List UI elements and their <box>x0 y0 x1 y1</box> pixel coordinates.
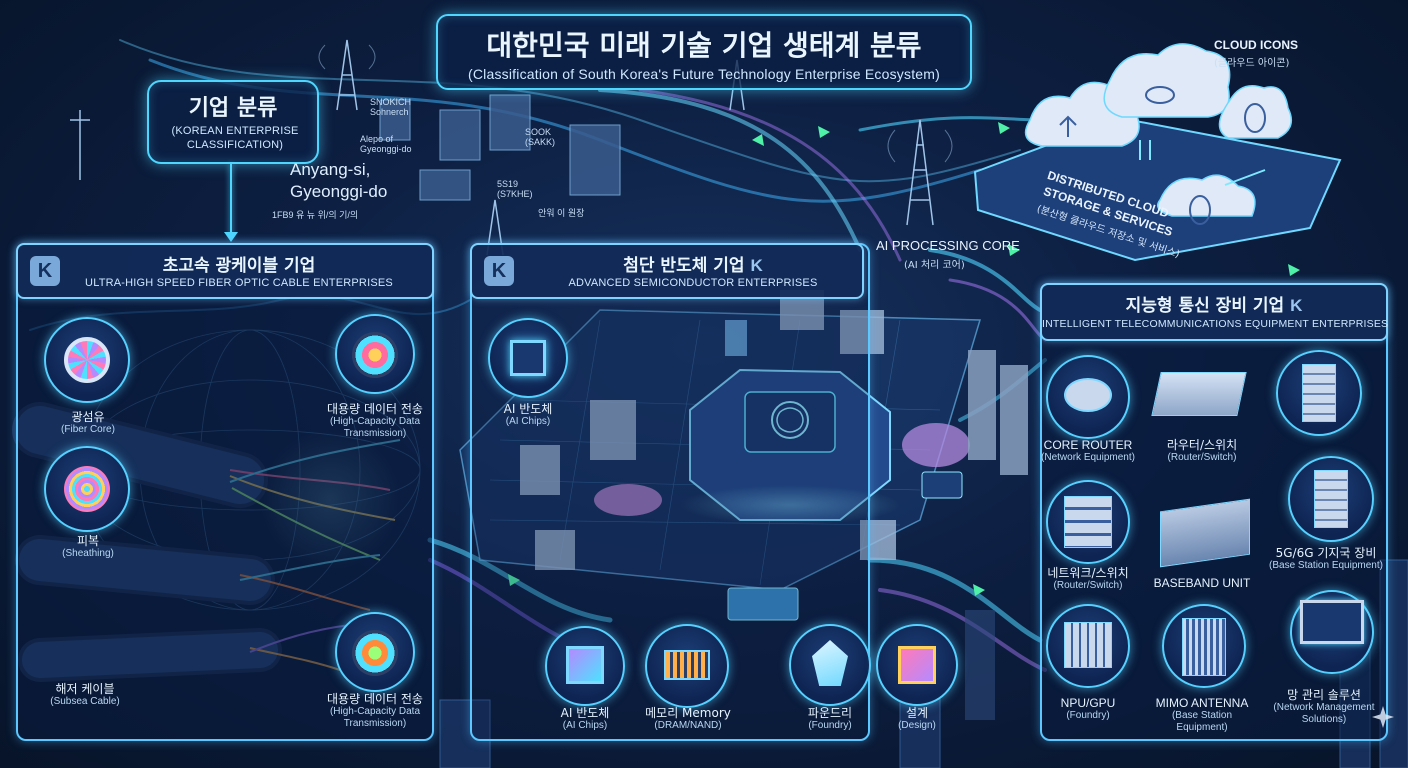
telecom-item-network-switch: 네트워크/스위치(Router/Switch) <box>1047 566 1129 592</box>
npu-gpu-graphic <box>1064 622 1112 668</box>
telecom-title-en: INTELLIGENT TELECOMMUNICATIONS EQUIPMENT… <box>1042 318 1389 330</box>
location-label-1: SNOKICH Sohnerch <box>370 97 412 117</box>
semi-item-design: 설계(Design) <box>898 706 936 732</box>
fiber-panel-header: K 초고속 광케이블 기업 ULTRA-HIGH SPEED FIBER OPT… <box>16 243 434 299</box>
connector-arrow-icon <box>224 232 238 242</box>
fiber-item-hicap-1: 대용량 데이터 전송(High-Capacity Data Transmissi… <box>327 402 423 440</box>
semi-ai-chip-top-label: AI 반도체(AI Chips) <box>503 402 553 428</box>
location-label-4: 5S19 (S7KHE) <box>497 179 533 199</box>
classification-title-en: (KOREAN ENTERPRISE CLASSIFICATION) <box>171 125 299 152</box>
fiber-bundle-graphic-1 <box>352 332 398 378</box>
location-label-5: 1FB9 유 뉴 위/의 기/의 <box>272 210 359 220</box>
monitor-graphic <box>1300 600 1364 644</box>
telecom-item-npu-gpu: NPU/GPU(Foundry) <box>1060 696 1116 722</box>
fiber-item-hicap-2: 대용량 데이터 전송(High-Capacity Data Transmissi… <box>327 692 423 730</box>
location-label-3: SOOK (SAKK) <box>525 127 556 147</box>
semi-item-ai-chips: AI 반도체(AI Chips) <box>560 706 610 732</box>
classification-box: 기업 분류 (KOREAN ENTERPRISE CLASSIFICATION) <box>147 80 319 164</box>
sheathing-spool-icon <box>44 446 130 532</box>
fiber-core-spool-graphic <box>64 337 110 383</box>
k-mark-icon: K <box>750 256 763 275</box>
classification-title-ko: 기업 분류 <box>188 96 278 121</box>
fiber-title-en: ULTRA-HIGH SPEED FIBER OPTIC CABLE ENTER… <box>85 277 393 289</box>
fiber-title-ko: 초고속 광케이블 기업 <box>162 256 316 276</box>
cloud-icons-label-ko: (클라우드 아이콘) <box>1214 58 1290 69</box>
ai-core-label: AI PROCESSING CORE <box>876 238 1020 253</box>
base-station-graphic <box>1314 470 1348 528</box>
telecom-item-mimo-antenna: MIMO ANTENNA(Base Station Equipment) <box>1155 696 1249 734</box>
semiconductor-title-ko: 첨단 반도체 기업 K <box>623 256 763 276</box>
ai-chip-top-graphic <box>510 340 546 376</box>
main-title-en: (Classification of South Korea's Future … <box>467 66 941 82</box>
semi-design-graphic <box>898 646 936 684</box>
telecom-title-ko: 지능형 통신 장비 기업 K <box>1125 296 1303 316</box>
location-label-6: 안워 이 원장 <box>538 208 585 218</box>
telecom-item-core-router: CORE ROUTER(Network Equipment) <box>1041 438 1135 464</box>
fiber-item-fiber-core: 광섬유(Fiber Core) <box>61 410 115 436</box>
telecom-panel-header: 지능형 통신 장비 기업 K INTELLIGENT TELECOMMUNICA… <box>1040 283 1388 341</box>
k-mark-icon: K <box>1290 296 1303 315</box>
semi-memory-graphic <box>664 650 710 680</box>
semiconductor-panel-header: K 첨단 반도체 기업 K ADVANCED SEMICONDUCTOR ENT… <box>470 243 864 299</box>
fiber-item-sheathing: 피복(Sheathing) <box>62 534 114 560</box>
classification-connector <box>230 164 232 238</box>
telecom-item-router-switch: 라우터/스위치(Router/Switch) <box>1166 438 1238 464</box>
k-logo-icon: K <box>30 256 60 286</box>
semiconductor-title-en: ADVANCED SEMICONDUCTOR ENTERPRISES <box>568 277 818 289</box>
telecom-item-baseband-unit: BASEBAND UNIT <box>1153 576 1251 590</box>
fiber-bundle-graphic-2 <box>352 630 398 676</box>
router-disc-graphic <box>1064 378 1112 412</box>
mimo-antenna-graphic <box>1182 618 1226 676</box>
router-switch-icon <box>1151 372 1247 416</box>
main-title-ko: 대한민국 미래 기술 기업 생태계 분류 <box>486 29 922 62</box>
hicap-fiber-bundle-icon-1 <box>335 314 415 394</box>
k-logo-icon: K <box>484 256 514 286</box>
semi-ai-chip-graphic <box>566 646 604 684</box>
location-province: Gyeonggi-do <box>290 182 388 201</box>
telecom-item-network-management: 망 관리 솔루션(Network Management Solutions) <box>1273 688 1375 726</box>
network-switch-graphic <box>1064 496 1112 548</box>
telecom-item-base-station: 5G/6G 기지국 장비(Base Station Equipment) <box>1269 546 1383 572</box>
semi-item-foundry: 파운드리(Foundry) <box>807 706 853 732</box>
cloud-icons-label: CLOUD ICONS <box>1214 38 1298 52</box>
fiber-item-subsea-cable: 해저 케이블(Subsea Cable) <box>50 682 120 708</box>
sheathing-spool-graphic <box>64 466 110 512</box>
semi-item-memory: 메모리 Memory(DRAM/NAND) <box>645 706 731 732</box>
server-rack-graphic <box>1302 364 1336 422</box>
location-label-2: Alepo of Gyeonggi-do <box>360 134 412 154</box>
ai-core-label-ko: (AI 처리 코어) <box>904 260 965 271</box>
location-city: Anyang-si, <box>290 160 371 179</box>
main-title-box: 대한민국 미래 기술 기업 생태계 분류 (Classification of … <box>436 14 972 90</box>
